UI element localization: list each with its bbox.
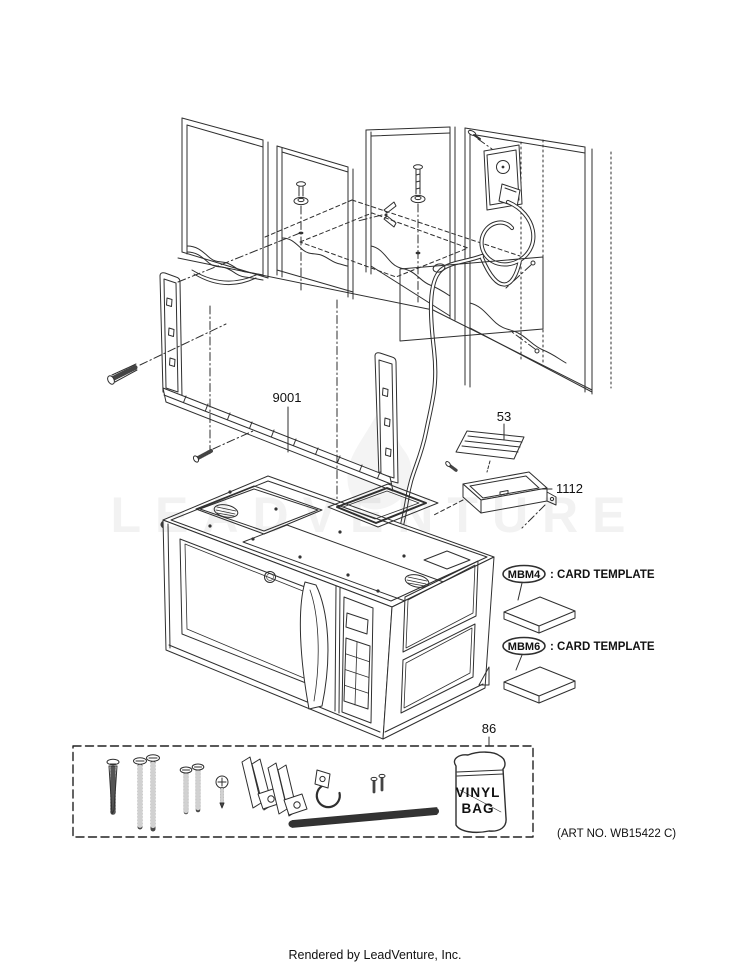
long-bolts-icon: [133, 754, 160, 832]
toggle-wing-icon: [383, 201, 397, 214]
hardware-kit-dashed-box: [72, 745, 534, 838]
pan-head-screw-icon: [215, 775, 229, 809]
part-label-1112: 1112: [556, 481, 583, 496]
art-number-label: (ART NO. WB15422 C): [557, 828, 676, 840]
vinyl-bag-text-line2: BAG: [462, 801, 495, 816]
small-screws-icon: [370, 773, 386, 794]
cabinet-mounting-screws: [293, 164, 426, 303]
cord-grommet-icon: [432, 263, 446, 273]
top-screw-holes: [208, 490, 406, 593]
mbm4-card-template-label: : CARD TEMPLATE: [550, 569, 655, 581]
mbm4-oval: [502, 564, 546, 584]
rear-wall-panel-drawing: [399, 256, 544, 354]
microwave-drawing: [160, 475, 495, 740]
cord-clamp-icon: [314, 769, 341, 809]
mbm6-code-label: MBM6: [508, 641, 540, 653]
spring-strip-icon: [288, 807, 441, 828]
control-panel: [341, 596, 374, 724]
part-label-9001: 9001: [273, 390, 302, 405]
adapter-box-drawing: [431, 461, 557, 529]
hardware-kit-box: [72, 736, 534, 838]
display-window: [345, 612, 369, 635]
vent-cover-drawing: [455, 423, 525, 473]
part-label-53: 53: [497, 409, 511, 424]
vinyl-bag-text-line1: VINYL: [456, 785, 501, 800]
plate-lag-screws: [107, 323, 254, 463]
hardware-kit-items: [106, 751, 507, 834]
mbm6-card-template-label: : CARD TEMPLATE: [550, 641, 655, 653]
cabinets-line-art: [177, 117, 612, 395]
toggle-anchors-icon: [241, 756, 308, 817]
vinyl-bag-icon: [453, 751, 507, 834]
top-vent-left-icon: [213, 504, 239, 518]
power-outlet-drawing: [467, 130, 523, 211]
mbm6-oval: [502, 636, 546, 656]
mbm4-code-label: MBM4: [508, 569, 541, 581]
medium-bolts-icon: [179, 763, 205, 815]
card-template-mbm6-drawing: [502, 636, 576, 704]
side-triangle-mark-icon: [478, 666, 490, 686]
keypad: [343, 637, 371, 710]
top-vent-right-icon: [404, 574, 430, 588]
door-handle: [299, 581, 329, 710]
mounting-plate-drawing: [159, 232, 399, 506]
door-divider: [334, 585, 341, 714]
ge-logo-icon: [264, 571, 276, 583]
rendered-by-credit: Rendered by LeadVenture, Inc.: [288, 948, 462, 962]
card-template-mbm4-drawing: [502, 564, 576, 634]
part-label-86: 86: [482, 721, 496, 736]
